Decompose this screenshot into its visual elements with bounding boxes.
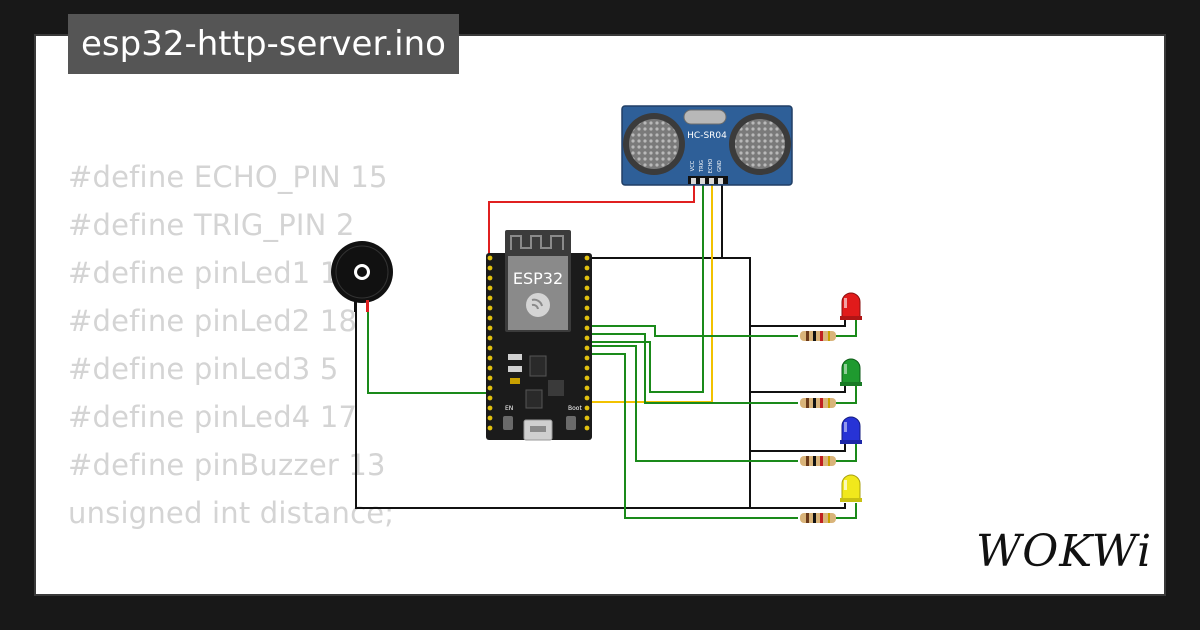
- preview-card: #define ECHO_PIN 15 #define TRIG_PIN 2 #de…: [36, 36, 1164, 594]
- project-filename-title: esp32-http-server.ino: [68, 14, 459, 74]
- wire-gnd-sensor: [721, 182, 751, 508]
- sensor-pin-label: TRIG: [699, 160, 705, 173]
- wire-led1: [588, 325, 798, 337]
- sensor-pin-label: GND: [717, 160, 723, 172]
- code-line: unsigned int distance;: [68, 496, 395, 530]
- left-header-pins: [487, 255, 493, 431]
- wires: [355, 182, 857, 519]
- right-header-pins: [584, 255, 590, 431]
- resistor-3[interactable]: [800, 456, 836, 466]
- sensor-pin-label: VCC: [690, 160, 696, 171]
- resistors: [800, 331, 836, 523]
- wokwi-logo: WOKWi: [976, 526, 1153, 577]
- wire-gnd-led3: [750, 444, 846, 452]
- resistor-1[interactable]: [800, 331, 836, 341]
- wire-gnd-led4: [750, 503, 846, 509]
- code-line: #define pinBuzzer 13: [68, 448, 386, 482]
- led-yellow[interactable]: [840, 474, 862, 502]
- wire-vcc: [488, 182, 695, 258]
- code-line: #define pinLed3 5: [68, 352, 339, 386]
- wire-led1-anode: [836, 320, 857, 337]
- wire-trig: [588, 182, 704, 393]
- en-button[interactable]: [503, 416, 513, 430]
- wire-led4: [588, 353, 798, 519]
- code-line: #define TRIG_PIN 2: [68, 208, 355, 242]
- esp32-board[interactable]: ESP32 Boot EN: [486, 230, 592, 441]
- sensor-label: HC-SR04: [687, 131, 727, 141]
- code-line: #define ECHO_PIN 15: [68, 160, 388, 194]
- resistor-4[interactable]: [800, 513, 836, 523]
- wire-led4-anode: [836, 503, 857, 519]
- code-background: #define ECHO_PIN 15 #define TRIG_PIN 2 #de…: [68, 153, 474, 594]
- resistor-2[interactable]: [800, 398, 836, 408]
- wire-buzzer: [367, 300, 489, 394]
- boot-button[interactable]: [566, 416, 576, 430]
- code-line: #define pinLed2 18: [68, 304, 358, 338]
- wire-gnd-led2: [750, 386, 846, 393]
- code-line: float readDistanceMeter() {: [68, 585, 474, 594]
- led-green[interactable]: [840, 358, 862, 386]
- en-label: EN: [505, 405, 513, 412]
- ultrasonic-sensor[interactable]: HC-SR04 VCC TRIG ECHO GND: [621, 105, 793, 186]
- wire-buzzer-gnd: [355, 298, 750, 509]
- buzzer[interactable]: [331, 241, 393, 312]
- sensor-pin-label: ECHO: [708, 159, 714, 173]
- board-label: ESP32: [513, 269, 563, 288]
- led-red[interactable]: [840, 292, 862, 320]
- code-line: #define pinLed1 19: [68, 256, 358, 290]
- wire-led2: [588, 333, 798, 404]
- code-line: #define pinLed4 17: [68, 400, 358, 434]
- boot-label: Boot: [568, 405, 582, 412]
- wire-gnd-led1: [750, 320, 846, 327]
- espressif-logo-icon: [531, 298, 543, 310]
- wire-led3: [588, 345, 798, 462]
- wire-led2-anode: [836, 386, 857, 404]
- wire-led3-anode: [836, 444, 857, 462]
- led-blue[interactable]: [840, 416, 862, 444]
